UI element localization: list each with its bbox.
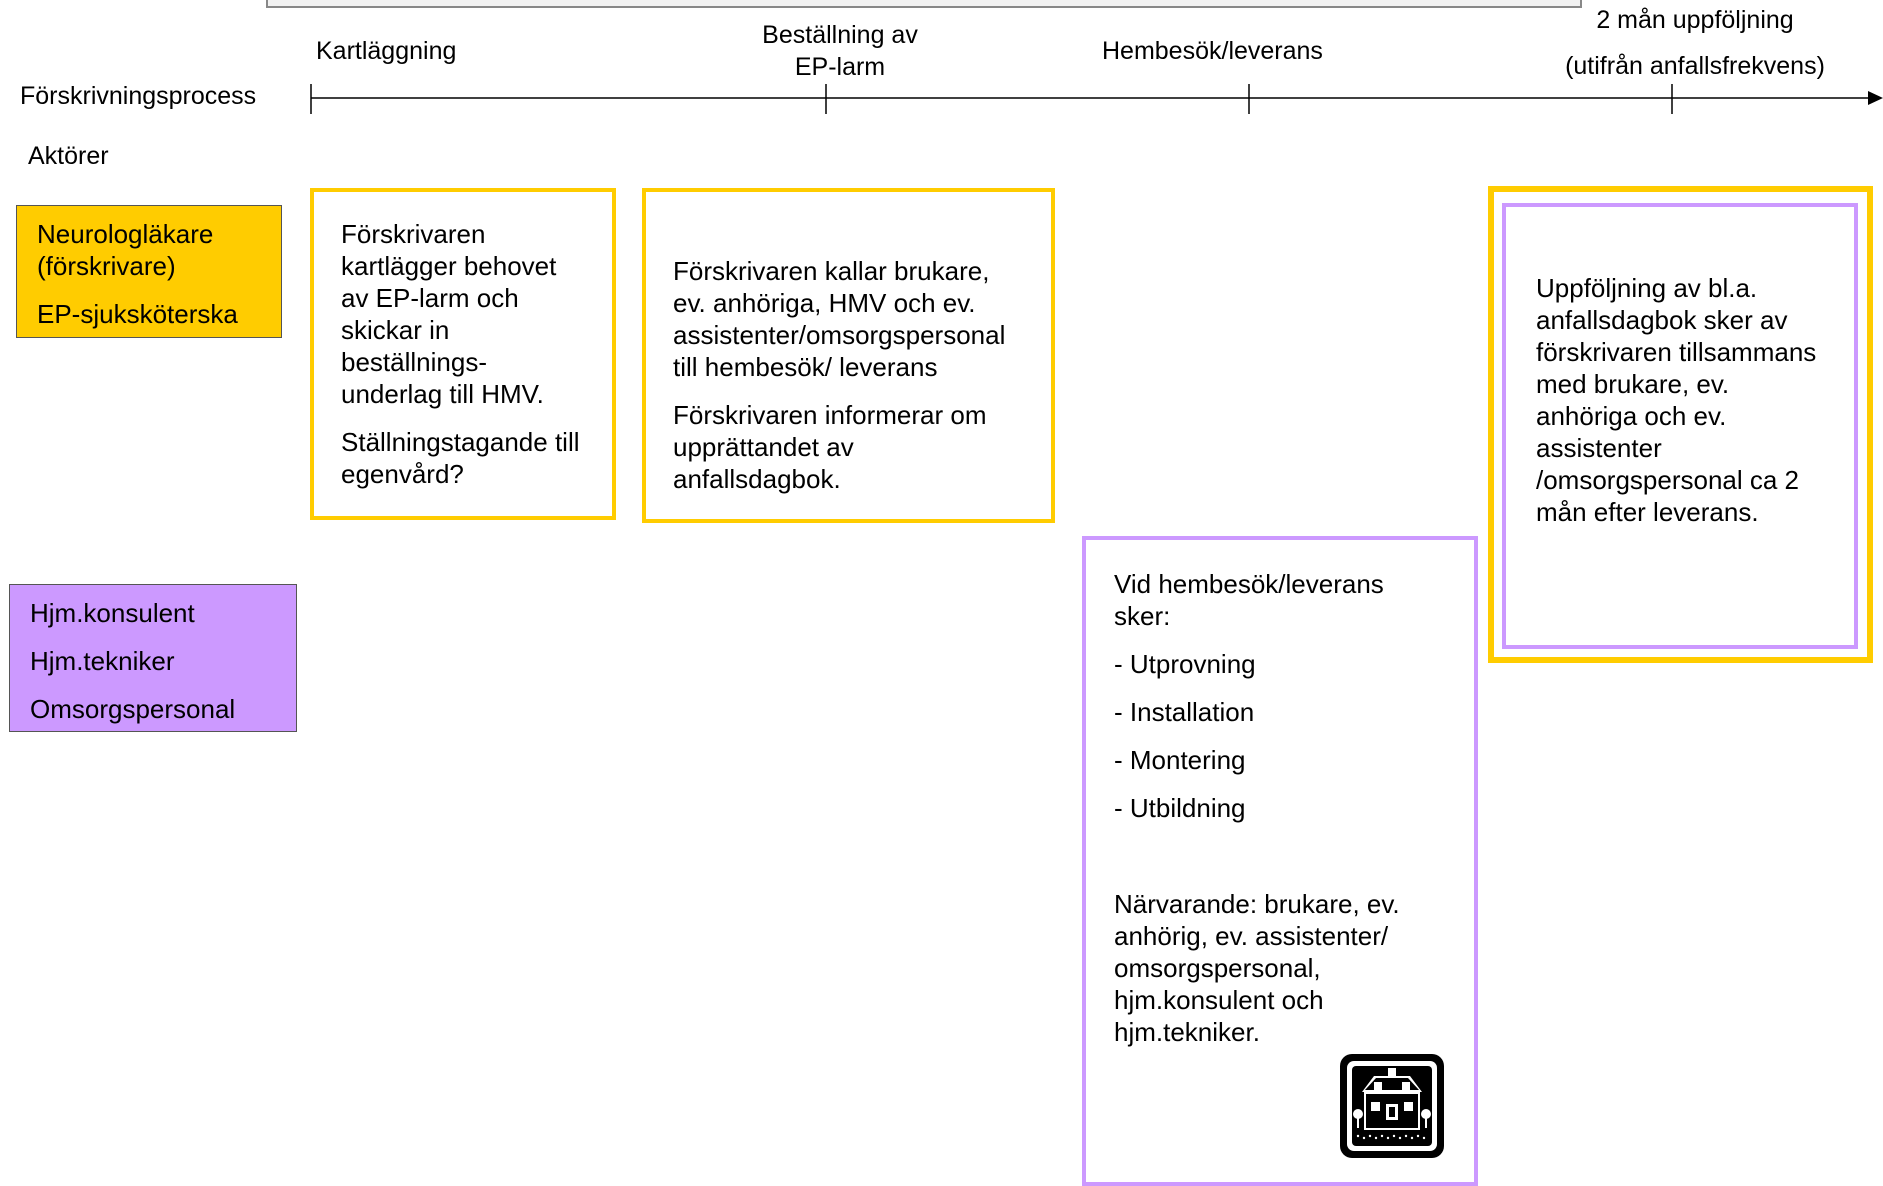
uppfoljning-text-line: /omsorgspersonal ca 2 xyxy=(1536,465,1800,495)
timeline-axis xyxy=(310,84,1883,114)
uppfoljning-text-line: Uppföljning av bl.a. xyxy=(1536,273,1758,303)
header-frame xyxy=(266,0,1582,8)
timeline-arrowhead xyxy=(1868,91,1883,105)
actor-box-purple: Hjm.konsulent Hjm.tekniker Omsorgsperson… xyxy=(9,584,297,732)
kartlaggning-text-line: underlag till HMV. xyxy=(341,379,544,409)
hembesok-present-line: hjm.konsulent och xyxy=(1114,985,1324,1015)
actors-label: Aktörer xyxy=(28,142,109,170)
hembesok-intro-line: sker: xyxy=(1114,601,1171,631)
uppfoljning-text-line: assistenter xyxy=(1536,433,1662,463)
hembesok-item: - Montering xyxy=(1114,745,1246,775)
actor-hjm-tekniker: Hjm.tekniker xyxy=(30,646,175,676)
hembesok-intro-line: Vid hembesök/leverans xyxy=(1114,569,1384,599)
milestone-hembesok: Hembesök/leverans xyxy=(1102,37,1323,65)
step-box-uppfoljning: Uppföljning av bl.a. anfallsdagbok sker … xyxy=(1502,203,1858,649)
step-box-kartlaggning: Förskrivaren kartlägger behovet av EP-la… xyxy=(310,188,616,520)
milestone-kartlaggning: Kartläggning xyxy=(316,37,457,65)
actor-box-yellow: Neurologläkare (förskrivare) EP-sjuksköt… xyxy=(16,205,282,338)
uppfoljning-text-line: anfallsdagbok sker av xyxy=(1536,305,1788,335)
kartlaggning-question-line: egenvård? xyxy=(341,459,464,489)
uppfoljning-text-line: med brukare, ev. xyxy=(1536,369,1730,399)
bestallning-text-line: ev. anhöriga, HMV och ev. xyxy=(673,288,976,318)
bestallning-info-line: upprättandet av xyxy=(673,432,854,462)
hembesok-present-line: hjm.tekniker. xyxy=(1114,1017,1260,1047)
hembesok-present-line: Närvarande: brukare, ev. xyxy=(1114,889,1400,919)
milestone-bestallning-line2: EP-larm xyxy=(794,53,886,81)
bestallning-text-line: assistenter/omsorgspersonal xyxy=(673,320,1006,350)
bestallning-info-line: anfallsdagbok. xyxy=(673,464,841,494)
milestone-uppfoljning-line1: 2 mån uppföljning xyxy=(1596,6,1794,34)
milestone-bestallning: Beställning av EP-larm xyxy=(740,19,940,83)
hembesok-item: - Utbildning xyxy=(1114,793,1246,823)
actor-neurologlakare: Neurologläkare xyxy=(37,219,214,249)
kartlaggning-text-line: skickar in xyxy=(341,315,450,345)
hembesok-present-line: anhörig, ev. assistenter/ xyxy=(1114,921,1389,951)
house-icon xyxy=(1340,1054,1444,1158)
uppfoljning-text-line: förskrivaren tillsammans xyxy=(1536,337,1817,367)
actor-ep-sjukskoterska: EP-sjuksköterska xyxy=(37,299,238,329)
kartlaggning-text-line: beställnings- xyxy=(341,347,487,377)
actor-omsorgspersonal: Omsorgspersonal xyxy=(30,694,236,724)
kartlaggning-question-line: Ställningstagande till xyxy=(341,427,580,457)
milestone-bestallning-line1: Beställning av xyxy=(762,21,918,49)
step-box-hembesok: Vid hembesök/leverans sker: - Utprovning… xyxy=(1082,536,1478,1186)
bestallning-info-line: Förskrivaren informerar om xyxy=(673,400,987,430)
kartlaggning-text-line: av EP-larm och xyxy=(341,283,519,313)
hembesok-present-line: omsorgspersonal, xyxy=(1114,953,1321,983)
step-box-uppfoljning-outer xyxy=(1488,186,1873,663)
kartlaggning-text-line: Förskrivaren xyxy=(341,219,486,249)
hembesok-item: - Utprovning xyxy=(1114,649,1256,679)
bestallning-text-line: Förskrivaren kallar brukare, xyxy=(673,256,990,286)
bestallning-text-line: till hembesök/ leverans xyxy=(673,352,938,382)
kartlaggning-text-line: kartlägger behovet xyxy=(341,251,557,281)
actor-forskrivare: (förskrivare) xyxy=(37,251,176,281)
process-label: Förskrivningsprocess xyxy=(20,82,257,110)
uppfoljning-text-line: mån efter leverans. xyxy=(1536,497,1759,527)
hembesok-item: - Installation xyxy=(1114,697,1255,727)
uppfoljning-text-line: anhöriga och ev. xyxy=(1536,401,1727,431)
actor-hjm-konsulent: Hjm.konsulent xyxy=(30,598,195,628)
milestone-uppfoljning-line2: (utifrån anfallsfrekvens) xyxy=(1565,52,1825,80)
milestone-uppfoljning: 2 mån uppföljning (utifrån anfallsfrekve… xyxy=(1530,4,1860,82)
step-box-bestallning: Förskrivaren kallar brukare, ev. anhörig… xyxy=(642,188,1055,523)
